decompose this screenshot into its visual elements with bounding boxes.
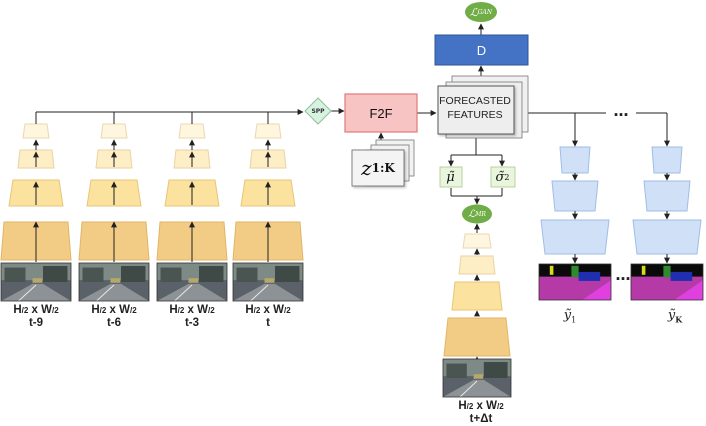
- encoder-pyramid: [78, 112, 150, 302]
- decoder-level-2: [551, 180, 599, 212]
- segmentation-output: [538, 263, 612, 301]
- forecast-stack: [437, 75, 529, 139]
- input-frame: [156, 262, 228, 302]
- encoder-level-1: [22, 123, 50, 139]
- encoder-pyramid: [0, 112, 72, 302]
- spp-node: [304, 97, 332, 125]
- decoder-pyramid: [538, 113, 612, 301]
- target-level-1: [462, 233, 492, 249]
- decoder-level-2: [643, 180, 691, 212]
- forecast-block: [437, 85, 515, 135]
- encoder-level-1: [178, 123, 206, 139]
- encoder-pyramid: [156, 112, 228, 302]
- mr-loss-node: [462, 204, 492, 224]
- target-level-4: [443, 317, 511, 357]
- noise-front: [351, 149, 405, 187]
- decoder-level-3: [540, 219, 610, 255]
- mu-box: [439, 166, 463, 188]
- input-frame: [78, 262, 150, 302]
- target-level-3: [451, 281, 503, 311]
- sigma-box: [490, 166, 516, 188]
- encoder-pyramid: [232, 112, 304, 302]
- decoder-level-1: [651, 146, 683, 174]
- input-frame: [232, 262, 304, 302]
- target-level-2: [458, 255, 496, 275]
- gan-loss-node: [465, 2, 497, 22]
- f2f-block: [344, 93, 418, 133]
- decoder-level-3: [632, 219, 702, 255]
- target-pyramid: [442, 223, 512, 398]
- noise-stack: [351, 139, 415, 187]
- decoder-level-1: [559, 146, 591, 174]
- encoder-level-1: [254, 123, 282, 139]
- segmentation-output: [630, 263, 704, 301]
- input-frame: [0, 262, 72, 302]
- decoder-pyramid: [630, 113, 704, 301]
- encoder-level-1: [100, 123, 128, 139]
- target-frame: [442, 358, 512, 398]
- discriminator-block: [434, 34, 529, 66]
